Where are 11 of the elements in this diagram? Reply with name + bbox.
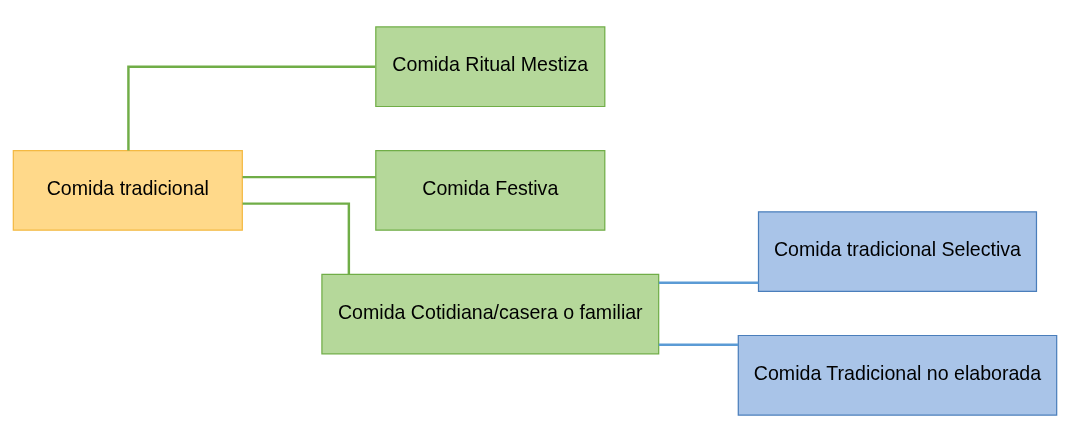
connector xyxy=(127,65,376,151)
connector xyxy=(658,343,739,346)
node-box: Comida tradicional Selectiva xyxy=(757,211,1038,293)
connector xyxy=(242,202,351,275)
node-box: Comida Cotidiana/casera o familiar xyxy=(321,273,660,355)
connector xyxy=(242,175,376,179)
node-box: Comida Ritual Mestiza xyxy=(375,26,606,108)
node-box: Comida tradicional xyxy=(12,149,243,231)
connector xyxy=(658,281,759,285)
node-box: Comida Tradicional no elaborada xyxy=(737,334,1058,416)
node-box: Comida Festiva xyxy=(375,149,606,231)
